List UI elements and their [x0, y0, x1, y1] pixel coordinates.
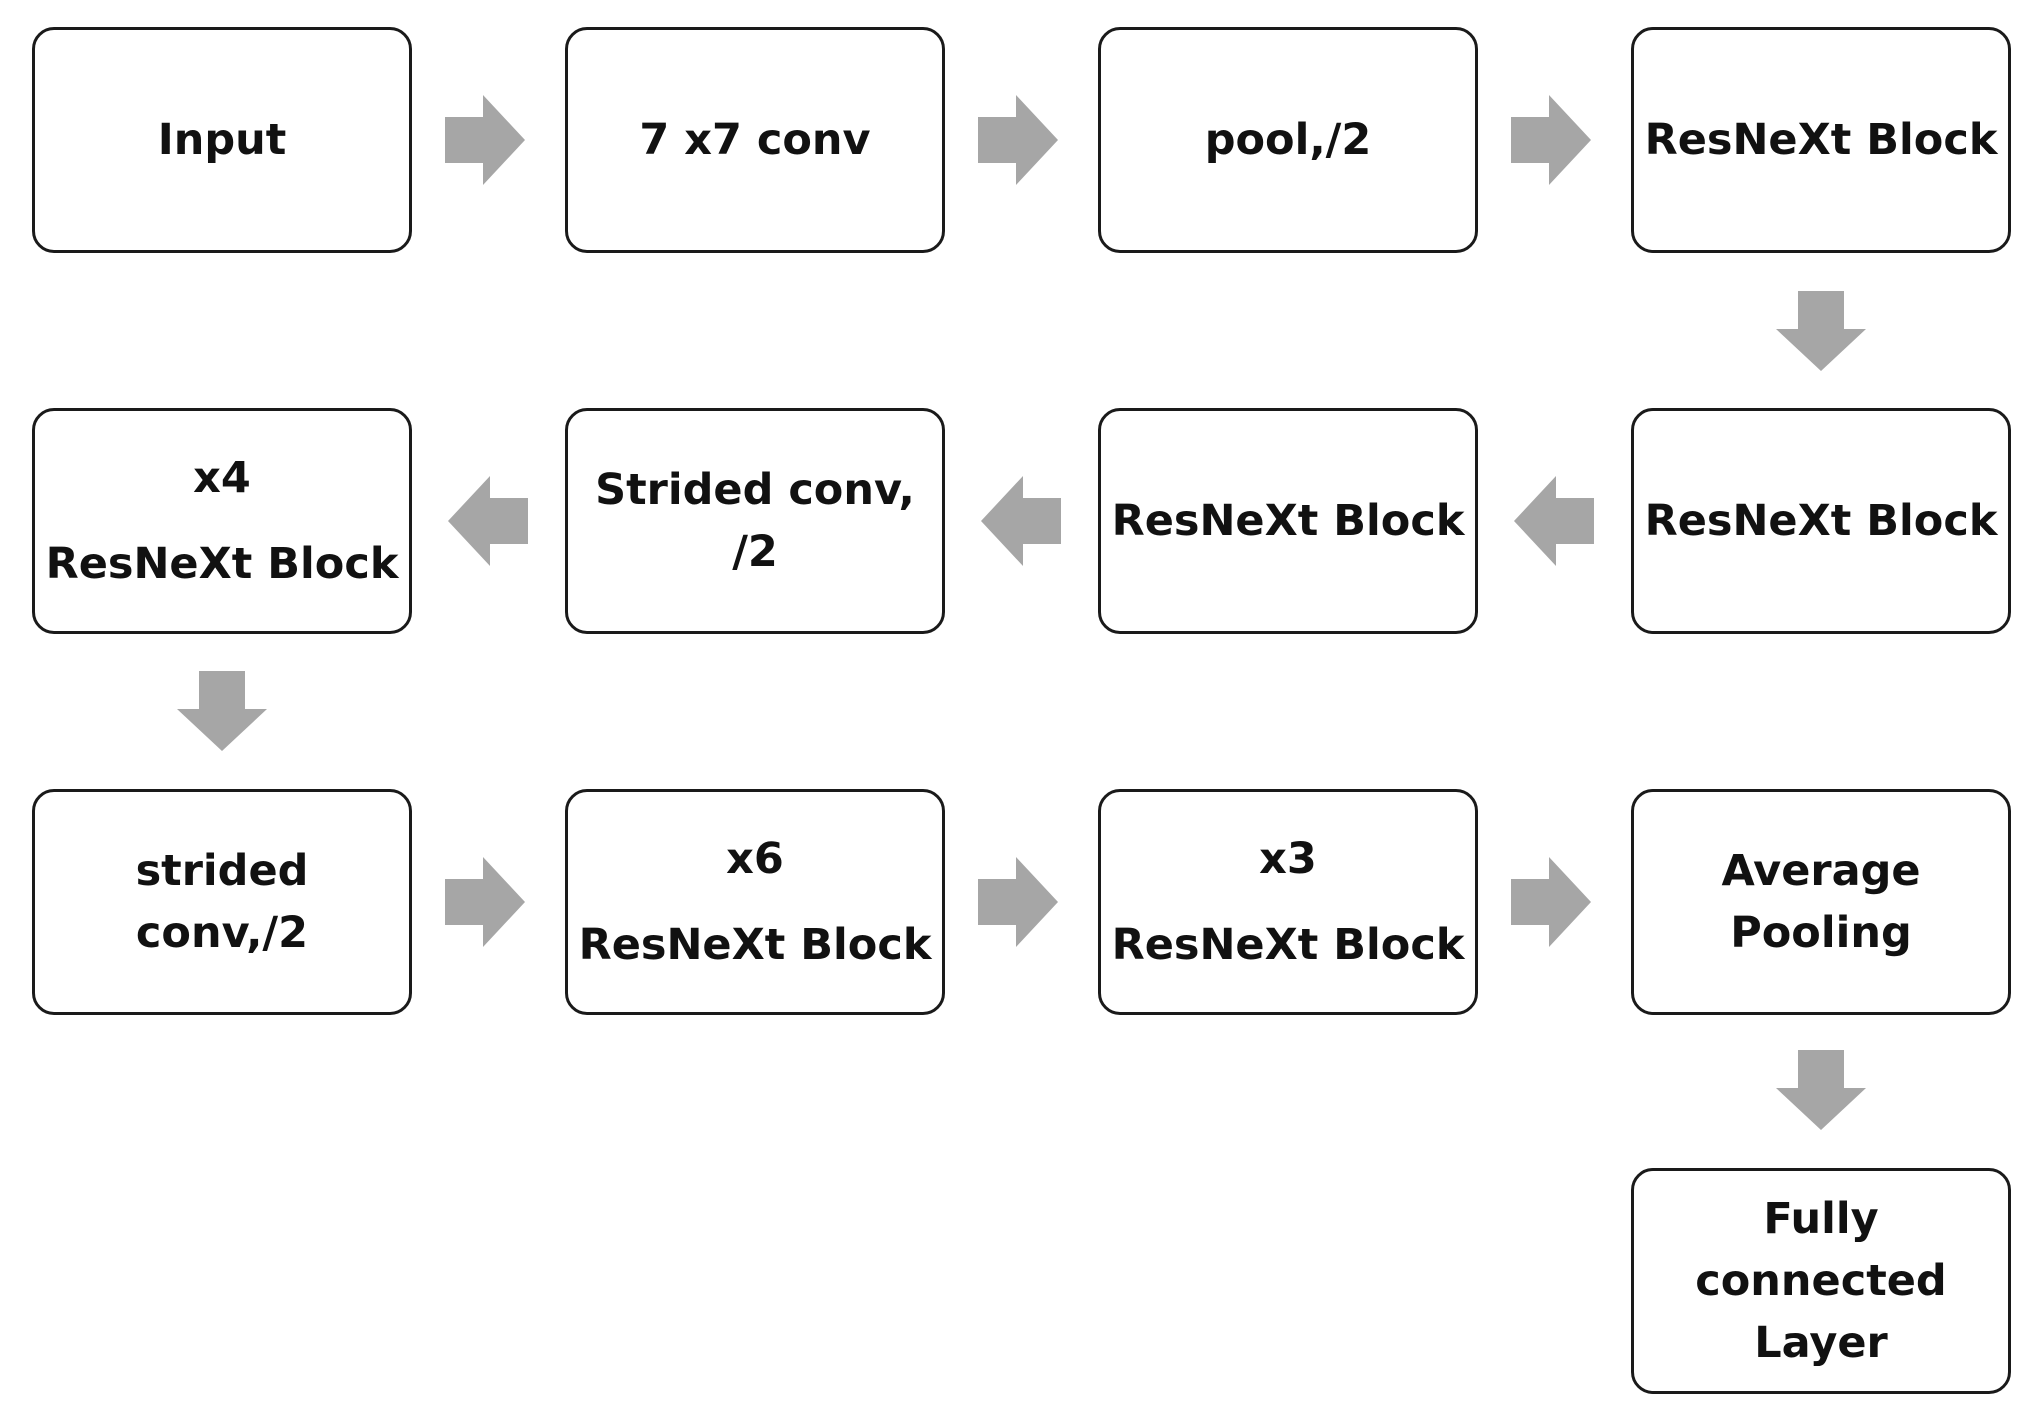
arrow-down-icon — [1776, 1050, 1866, 1130]
node-resnext-x4-multiplier: x4 — [193, 453, 251, 503]
node-average-pooling-line-1: Average — [1721, 846, 1921, 896]
arrow-right-icon — [445, 95, 525, 185]
arrow-right-icon — [978, 857, 1058, 947]
arrow-left-icon — [981, 476, 1061, 566]
arrow-right-icon — [445, 857, 525, 947]
node-strided-conv-2: strided conv,/2 — [32, 789, 412, 1015]
node-pool-label: pool,/2 — [1204, 115, 1372, 165]
node-resnext-x3-multiplier: x3 — [1259, 834, 1317, 884]
arrow-down-icon — [177, 671, 267, 751]
node-pool: pool,/2 — [1098, 27, 1478, 253]
arrow-right-icon — [1511, 857, 1591, 947]
node-resnext-block-3: ResNeXt Block — [1098, 408, 1478, 634]
node-resnext-block-2-label: ResNeXt Block — [1644, 496, 1998, 546]
arrow-left-icon — [448, 476, 528, 566]
node-strided-conv-1: Strided conv, /2 — [565, 408, 945, 634]
node-resnext-x6-label: ResNeXt Block — [578, 920, 932, 970]
node-resnext-x6-multiplier: x6 — [726, 834, 784, 884]
node-resnext-block-3-label: ResNeXt Block — [1111, 496, 1465, 546]
node-strided-conv-2-line-1: strided — [135, 846, 309, 896]
node-7x7-conv-label: 7 x7 conv — [639, 115, 871, 165]
node-resnext-x4: x4 ResNeXt Block — [32, 408, 412, 634]
node-resnext-x4-label: ResNeXt Block — [45, 539, 399, 589]
node-7x7-conv: 7 x7 conv — [565, 27, 945, 253]
arrow-down-icon — [1776, 291, 1866, 371]
node-fully-connected-line-2: connected — [1695, 1256, 1947, 1306]
node-resnext-x3-label: ResNeXt Block — [1111, 920, 1465, 970]
node-resnext-x6: x6 ResNeXt Block — [565, 789, 945, 1015]
node-resnext-x3: x3 ResNeXt Block — [1098, 789, 1478, 1015]
node-resnext-block-2: ResNeXt Block — [1631, 408, 2011, 634]
node-strided-conv-1-line-2: /2 — [732, 527, 778, 577]
arrow-right-icon — [1511, 95, 1591, 185]
node-fully-connected-layer: Fully connected Layer — [1631, 1168, 2011, 1394]
arrow-right-icon — [978, 95, 1058, 185]
arrow-left-icon — [1514, 476, 1594, 566]
node-strided-conv-1-line-1: Strided conv, — [595, 465, 915, 515]
node-resnext-block-1: ResNeXt Block — [1631, 27, 2011, 253]
node-average-pooling-line-2: Pooling — [1730, 908, 1912, 958]
node-input: Input — [32, 27, 412, 253]
node-fully-connected-line-3: Layer — [1754, 1318, 1888, 1368]
node-average-pooling: Average Pooling — [1631, 789, 2011, 1015]
node-fully-connected-line-1: Fully — [1763, 1194, 1879, 1244]
node-resnext-block-1-label: ResNeXt Block — [1644, 115, 1998, 165]
node-strided-conv-2-line-2: conv,/2 — [135, 908, 309, 958]
node-input-label: Input — [157, 115, 287, 165]
